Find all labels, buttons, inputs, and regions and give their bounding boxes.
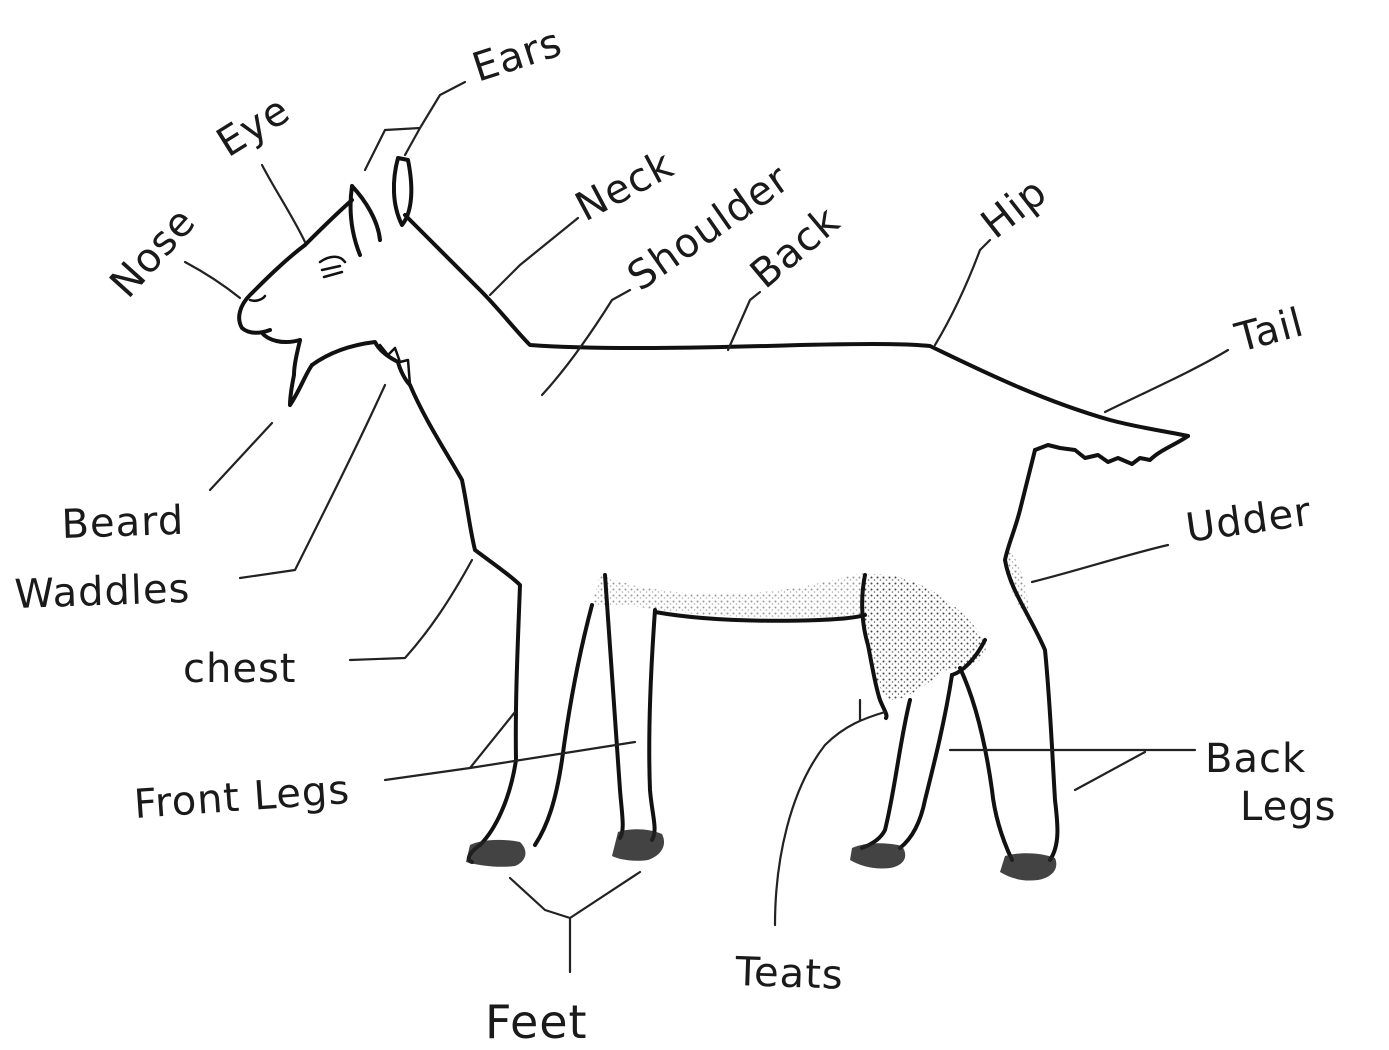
leader-tail [1105, 350, 1228, 412]
back-leg-near [900, 668, 1012, 860]
label-udder: Udder [1183, 489, 1314, 552]
head-outline [239, 245, 312, 405]
back-leg-far [862, 700, 910, 848]
leader-chest [350, 560, 472, 660]
label-back-legs-line2: Legs [1240, 784, 1336, 830]
leader-hip [935, 240, 990, 345]
label-neck: Neck [568, 142, 681, 231]
ear-left [350, 186, 380, 255]
nostril [250, 296, 265, 301]
leader-udder [1032, 545, 1168, 582]
label-tail: Tail [1230, 299, 1309, 361]
back-hoof-right [1000, 853, 1056, 880]
leader-eye [262, 165, 305, 242]
leader-back [728, 292, 760, 350]
leader-nose [185, 262, 240, 298]
tail-outline [1035, 436, 1188, 464]
label-beard: Beard [61, 498, 185, 548]
label-front-legs: Front Legs [132, 767, 351, 828]
label-waddles: Waddles [14, 566, 191, 618]
eye-marks [320, 257, 345, 277]
label-teats: Teats [734, 949, 845, 999]
front-leg-near [535, 605, 592, 845]
label-eye: Eye [209, 87, 298, 167]
front-hoof-right [612, 829, 664, 861]
leader-ears [365, 82, 465, 170]
face-top [305, 200, 352, 245]
label-nose: Nose [101, 199, 205, 307]
hind-outline [1005, 450, 1057, 860]
leader-neck [490, 218, 578, 295]
leader-waddles [240, 385, 385, 578]
leader-front-legs [385, 712, 635, 780]
label-ears: Ears [467, 20, 568, 92]
label-feet: Feet [485, 995, 588, 1049]
ear-right [394, 158, 411, 225]
goat-illustration [239, 158, 1188, 881]
front-hoof-left [466, 840, 525, 867]
chest-outline [410, 385, 520, 862]
label-hip: Hip [973, 169, 1056, 248]
belly-shading [592, 572, 868, 618]
back-hoof-left [850, 843, 905, 868]
leader-teats [775, 700, 885, 925]
label-back-legs-line1: Back [1205, 736, 1306, 782]
leader-shoulder [542, 290, 630, 395]
label-chest: chest [183, 646, 296, 692]
labels: Ears Eye Nose Neck Shoulder Back Hip Tai… [14, 20, 1337, 1049]
leader-beard [210, 423, 272, 490]
leader-feet [510, 872, 640, 972]
front-leg-far [605, 575, 655, 840]
